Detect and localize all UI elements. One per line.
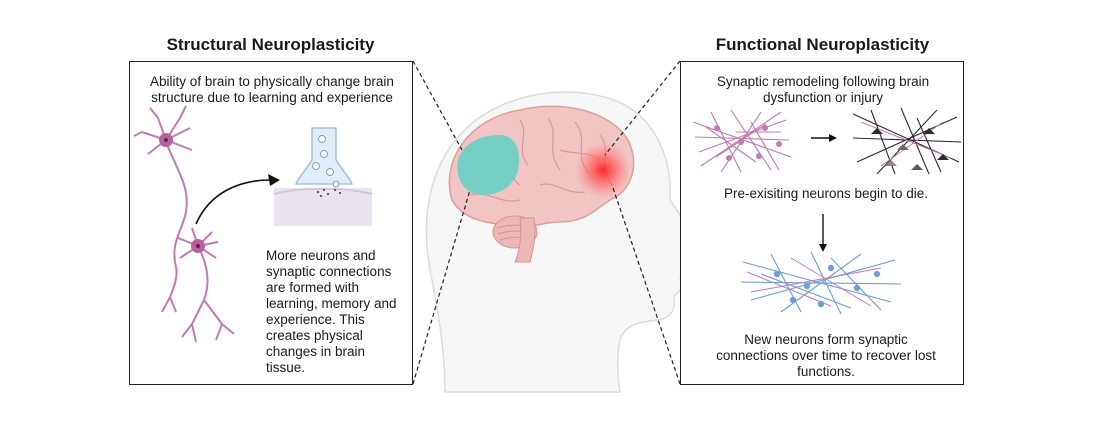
healthy-neuron-somas [714, 125, 782, 161]
recovered-network [740, 251, 902, 315]
brain-stem [514, 217, 536, 263]
structural-explanation: More neurons and synaptic connections ar… [266, 248, 397, 375]
postsynaptic-membrane [274, 188, 372, 226]
injury-glow [575, 142, 631, 198]
dying-network-pink [860, 121, 952, 167]
structural-title: Structural Neuroplasticity [166, 35, 375, 54]
functional-step-2: New neurons form synaptic connections ov… [716, 332, 936, 379]
curved-arrow [195, 179, 271, 225]
new-neuron-somas [773, 264, 881, 308]
structural-region-highlight [457, 135, 520, 195]
neurotransmitters [317, 189, 341, 197]
structural-illustration [133, 105, 373, 343]
dying-network [852, 107, 962, 175]
recovered-network-pink [746, 257, 882, 307]
functional-title: Functional Neuroplasticity [715, 35, 930, 54]
functional-panel: Synaptic remodeling following brain dysf… [680, 61, 964, 385]
functional-definition: Synaptic remodeling following brain dysf… [716, 74, 930, 105]
dying-neuron-somas [871, 128, 949, 170]
functional-illustration [692, 107, 962, 315]
functional-step-1: Pre-exisiting neurons begin to die. [723, 186, 929, 201]
neuron-bottom [177, 227, 235, 343]
structural-panel: Ability of brain to physically change br… [129, 61, 413, 385]
structural-definition: Ability of brain to physically change br… [150, 74, 394, 105]
synaptic-vesicles [312, 135, 340, 188]
connector-lines [412, 60, 681, 385]
